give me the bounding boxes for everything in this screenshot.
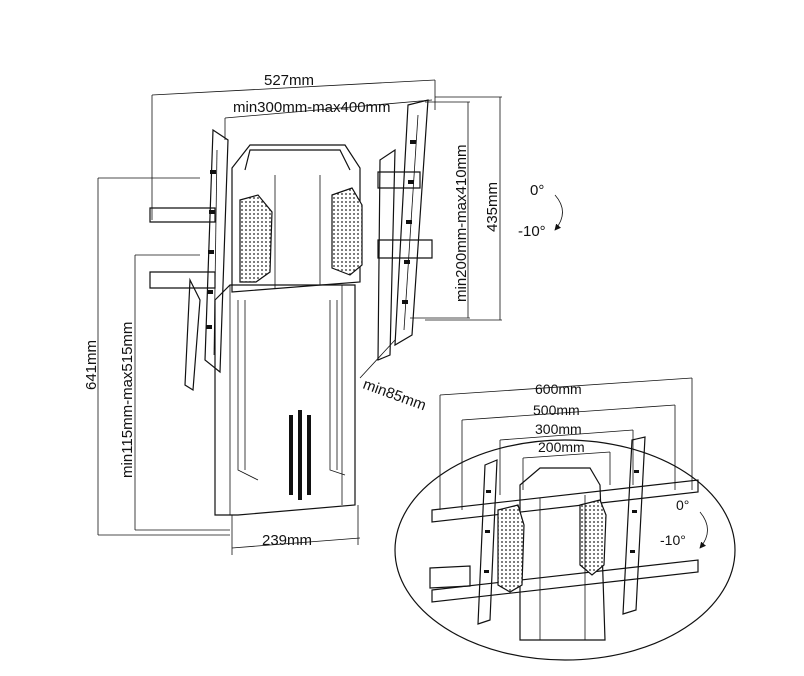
left-vesa-bracket bbox=[184, 128, 229, 392]
dim-300: 300mm bbox=[535, 421, 582, 437]
detail-tilt-up-label: 0° bbox=[676, 497, 689, 513]
detail-tilt-down-label: -10° bbox=[660, 532, 686, 548]
dim-239: 239mm bbox=[262, 532, 312, 549]
dim-641: 641mm bbox=[83, 340, 100, 390]
tilt-down-label: -10° bbox=[518, 223, 546, 240]
dim-435: 435mm bbox=[484, 182, 501, 232]
mount-arms bbox=[149, 171, 433, 289]
dim-lift-range: min115mm-max515mm bbox=[119, 322, 136, 478]
dim-527: 527mm bbox=[264, 72, 314, 89]
detail-inset: 600mm 500mm 300mm 200mm 0° -10° bbox=[394, 377, 736, 661]
detail-rails bbox=[429, 479, 699, 603]
detail-brackets bbox=[477, 436, 646, 625]
dim-600: 600mm bbox=[535, 381, 582, 397]
dim-min85: min85mm bbox=[361, 376, 429, 415]
dim-vesa-horizontal: min300mm-max400mm bbox=[233, 99, 391, 116]
dim-500: 500mm bbox=[533, 402, 580, 418]
detail-head bbox=[497, 467, 607, 641]
main-dimension-lines bbox=[97, 79, 563, 555]
dim-200: 200mm bbox=[538, 439, 585, 455]
dim-vesa-vertical: min200mm-max410mm bbox=[453, 144, 470, 302]
lift-column bbox=[214, 284, 356, 516]
tilt-up-label: 0° bbox=[530, 182, 544, 199]
main-unit-drawing bbox=[149, 99, 433, 516]
right-vesa-bracket bbox=[377, 99, 429, 361]
motor-housing bbox=[231, 144, 363, 293]
